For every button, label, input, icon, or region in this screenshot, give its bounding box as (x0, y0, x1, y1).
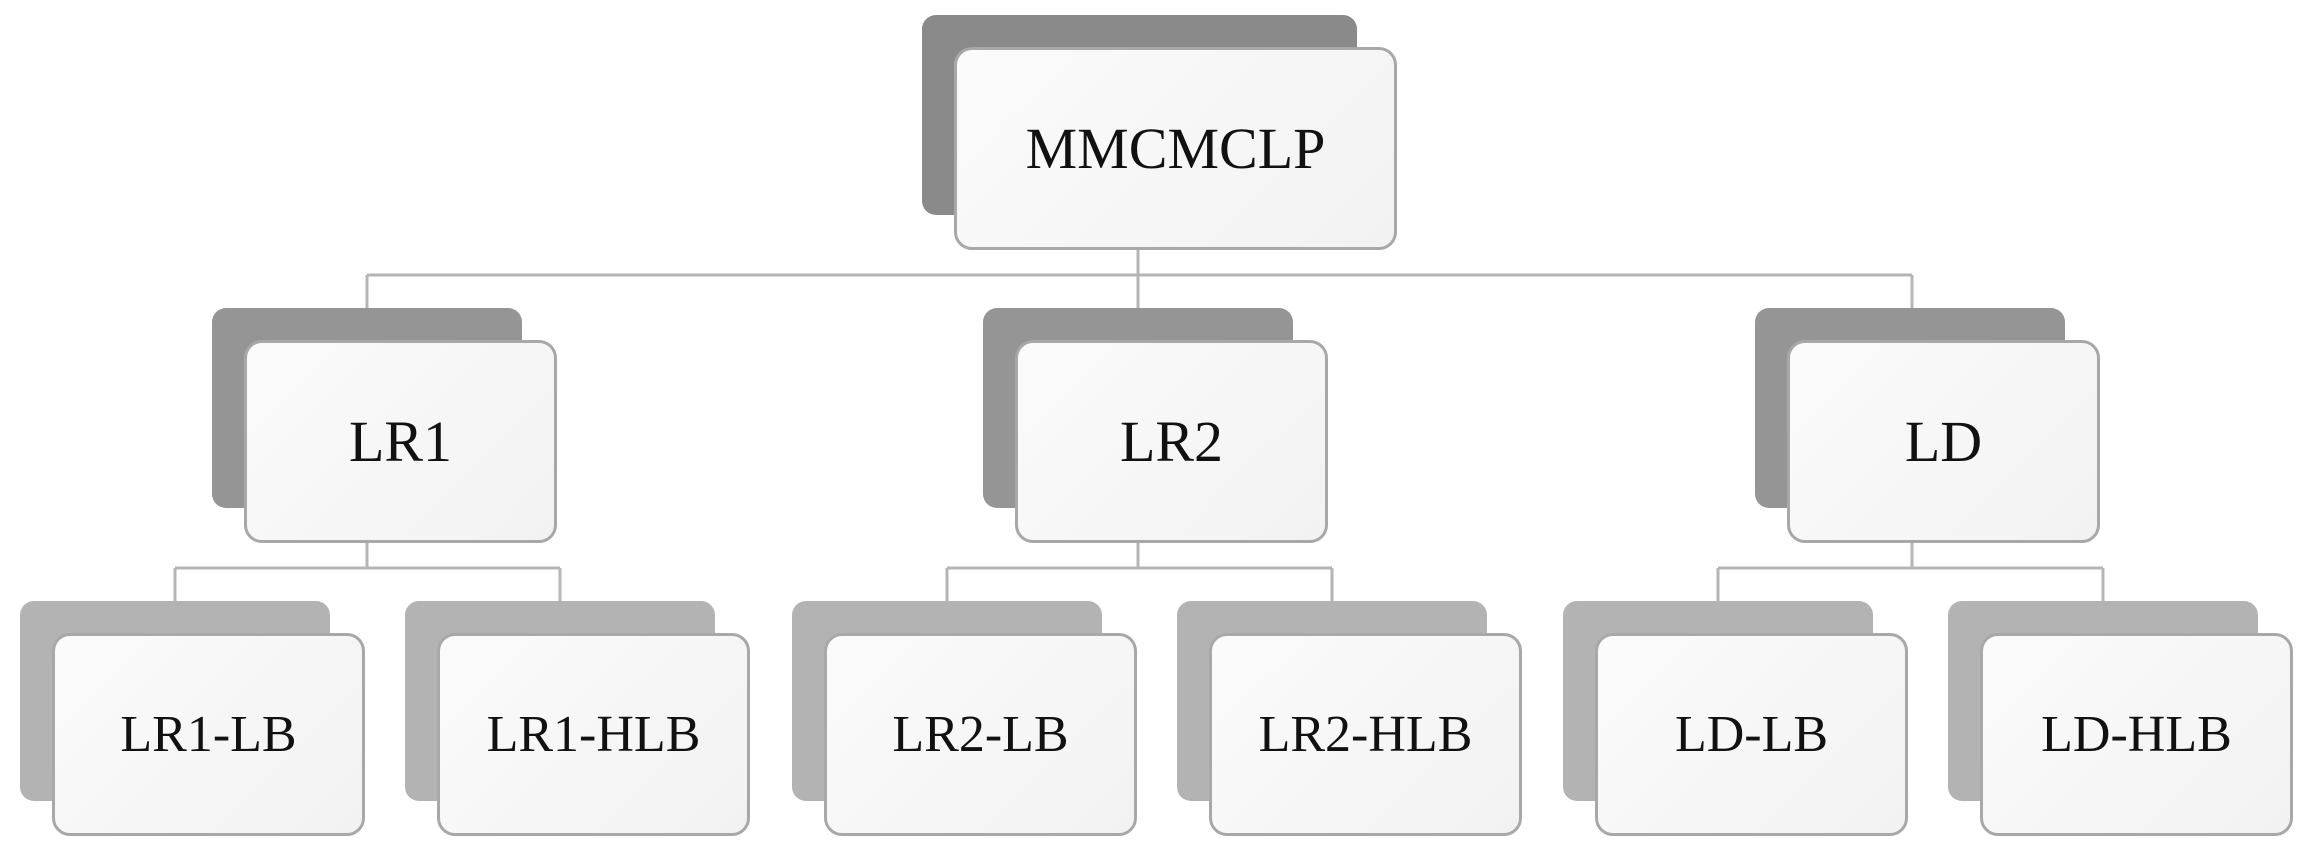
node-lr2-lb: LR2-LB (792, 601, 1137, 836)
node-lr1-hlb: LR1-HLB (405, 601, 750, 836)
node-lr2-hlb: LR2-HLB (1177, 601, 1522, 836)
node-lr1-lb-label: LR1-LB (120, 706, 297, 763)
node-card: LR1-LB (52, 633, 365, 836)
node-lr2-label: LR2 (1119, 409, 1224, 474)
node-lr2-hlb-label: LR2-HLB (1258, 706, 1473, 763)
node-ld: LD (1755, 308, 2100, 543)
node-card: LD-HLB (1980, 633, 2293, 836)
node-ld-lb-label: LD-LB (1674, 706, 1829, 763)
root-node-label: MMCMCLP (1025, 116, 1326, 181)
node-card: LR2-HLB (1209, 633, 1522, 836)
node-ld-lb: LD-LB (1563, 601, 1908, 836)
node-card: LD (1787, 340, 2100, 543)
node-card: LD-LB (1595, 633, 1908, 836)
node-lr2-lb-label: LR2-LB (892, 706, 1069, 763)
root-node: MMCMCLP (922, 15, 1397, 250)
node-ld-hlb-label: LD-HLB (2041, 706, 2232, 763)
node-lr1-lb: LR1-LB (20, 601, 365, 836)
node-ld-hlb: LD-HLB (1948, 601, 2293, 836)
node-ld-label: LD (1904, 409, 1983, 474)
node-lr1-hlb-label: LR1-HLB (486, 706, 701, 763)
node-card: LR1 (244, 340, 557, 543)
node-lr1-label: LR1 (348, 409, 453, 474)
node-card: LR2 (1015, 340, 1328, 543)
node-card: LR2-LB (824, 633, 1137, 836)
node-lr2: LR2 (983, 308, 1328, 543)
node-card: LR1-HLB (437, 633, 750, 836)
node-lr1: LR1 (212, 308, 557, 543)
node-card: MMCMCLP (954, 47, 1397, 250)
